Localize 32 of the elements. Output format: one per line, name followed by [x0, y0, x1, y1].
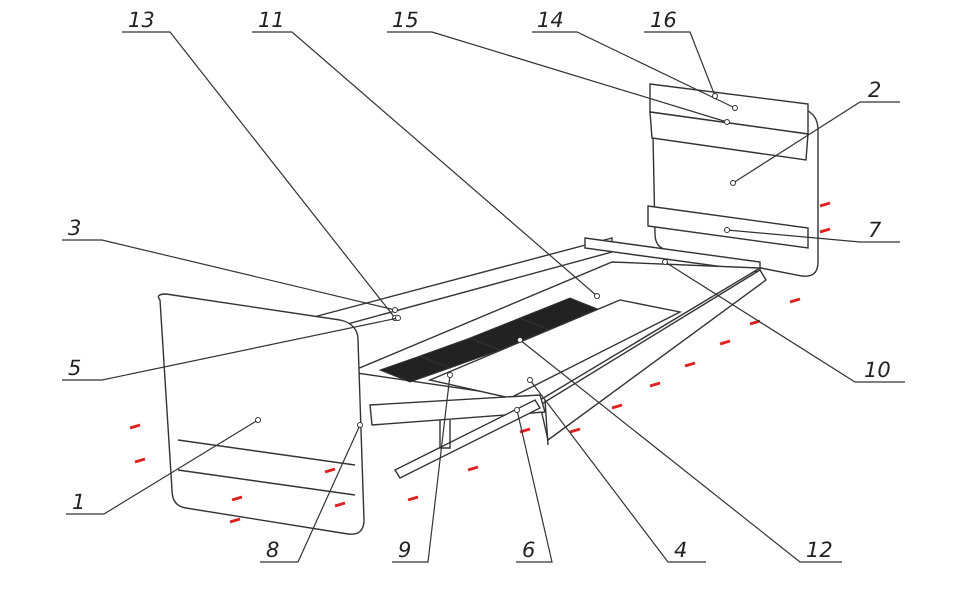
leader-line	[66, 417, 261, 515]
callout-number: 15	[392, 8, 419, 32]
callout-number: 12	[806, 538, 833, 562]
leader-line	[260, 422, 363, 563]
callout-number: 11	[258, 8, 285, 32]
callout-number: 9	[398, 538, 412, 562]
callout-number: 16	[650, 8, 677, 32]
leader-line	[252, 31, 600, 299]
leader-line	[122, 31, 398, 321]
leader-line	[392, 372, 453, 563]
callout-number: 10	[864, 358, 891, 382]
leader-line	[662, 259, 905, 383]
callout-number: 8	[266, 538, 280, 562]
callout-number: 14	[537, 8, 564, 32]
callout-number: 13	[128, 8, 155, 32]
callout-number: 2	[868, 78, 882, 102]
leader-line	[62, 239, 398, 313]
leader-line	[387, 31, 730, 125]
callout-number: 7	[868, 218, 882, 242]
leader-line	[644, 31, 718, 99]
callout-number: 5	[68, 356, 82, 380]
callout-number: 6	[522, 538, 536, 562]
callout-number: 4	[674, 538, 688, 562]
leader-line	[62, 315, 401, 381]
leader-line	[730, 101, 900, 186]
leader-line	[532, 31, 738, 111]
leader-line	[527, 377, 706, 563]
leader-line	[724, 227, 900, 243]
leader-line	[517, 337, 842, 563]
leader-line	[514, 407, 553, 563]
callout-number: 3	[68, 216, 82, 240]
callout-number: 1	[72, 490, 86, 514]
